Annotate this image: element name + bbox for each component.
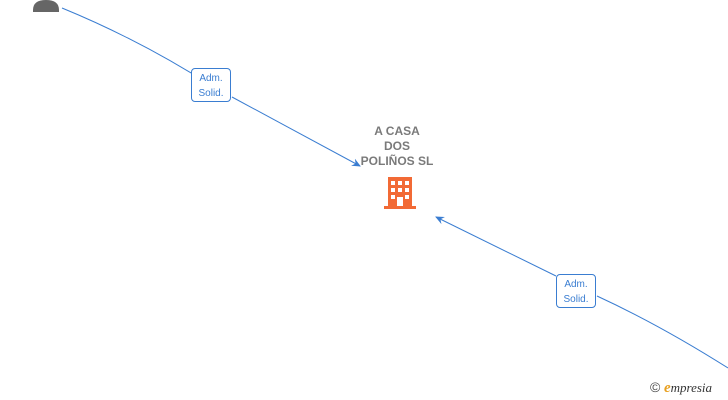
watermark: © empresia <box>650 379 712 397</box>
edge-line-1 <box>61 7 213 87</box>
company-name-line: A CASA <box>374 124 420 138</box>
person-node[interactable] <box>33 0 59 12</box>
edge-label-line: Solid. <box>563 294 589 305</box>
person-icon <box>33 0 59 12</box>
edge-label-adm-solid[interactable]: Adm. Solid. <box>556 274 596 308</box>
edge-label-line: Adm. <box>199 73 223 84</box>
brand-initial: e <box>663 380 671 396</box>
edge-label-line: Adm. <box>564 279 588 290</box>
edge-line-2 <box>596 295 728 369</box>
company-name-line: POLIÑOS SL <box>360 154 434 168</box>
company-name-line: DOS <box>383 139 410 153</box>
building-icon[interactable] <box>384 177 416 209</box>
copyright-icon: © <box>650 379 661 395</box>
company-name[interactable]: A CASA DOS POLIÑOS SL <box>355 124 439 169</box>
edge-label-adm-solid[interactable]: Adm. Solid. <box>191 68 231 102</box>
edge-arrow-1 <box>231 96 361 167</box>
brand-name: mpresia <box>670 380 713 395</box>
edge-label-line: Solid. <box>198 88 224 99</box>
edge-arrow-2 <box>435 216 557 277</box>
